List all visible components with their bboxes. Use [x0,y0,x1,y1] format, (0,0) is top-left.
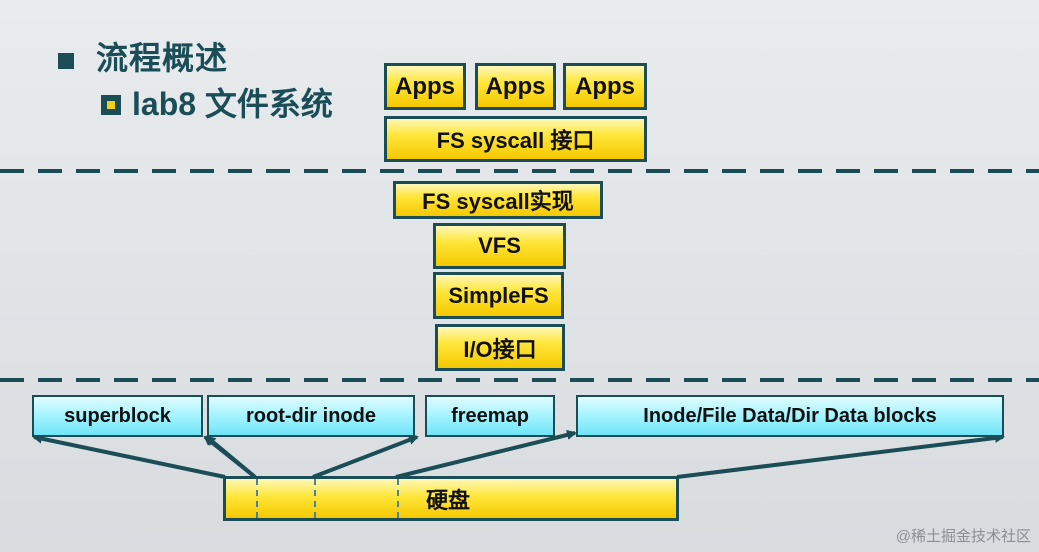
vfs-box: VFS [433,223,566,269]
watermark: @稀土掘金技术社区 [895,528,1031,545]
freemap-block: freemap [425,395,555,437]
arrow-rootdir-left [205,435,257,479]
apps-box-1: Apps [384,63,466,110]
apps-box-2: Apps [475,63,556,110]
sub-bullet-icon [101,95,121,115]
disk-divider [314,479,316,518]
arrow-freemap-right [395,430,577,479]
superblock-block: superblock [32,395,203,437]
disk-label: 硬盘 [426,487,471,513]
slide-title: 流程概述 [96,40,229,76]
fs-syscall-impl-box: FS syscall实现 [393,181,603,219]
slide-subtitle: lab8 文件系统 [132,86,333,122]
fs-syscall-interface-box: FS syscall 接口 [384,116,647,162]
arrow-rootdir-right [312,435,419,479]
apps-box-3: Apps [563,63,647,110]
disk-divider [256,479,258,518]
data-blocks-block: Inode/File Data/Dir Data blocks [576,395,1004,437]
simplefs-box: SimpleFS [433,272,564,319]
disk-divider [397,479,399,518]
arrow-data-right [676,433,1005,479]
bullet-square-icon [58,53,74,69]
io-interface-box: I/O接口 [435,324,565,371]
disk-bar: 硬盘 [223,476,679,521]
root-dir-inode-block: root-dir inode [207,395,415,437]
arrow-superblock-left [32,433,226,479]
